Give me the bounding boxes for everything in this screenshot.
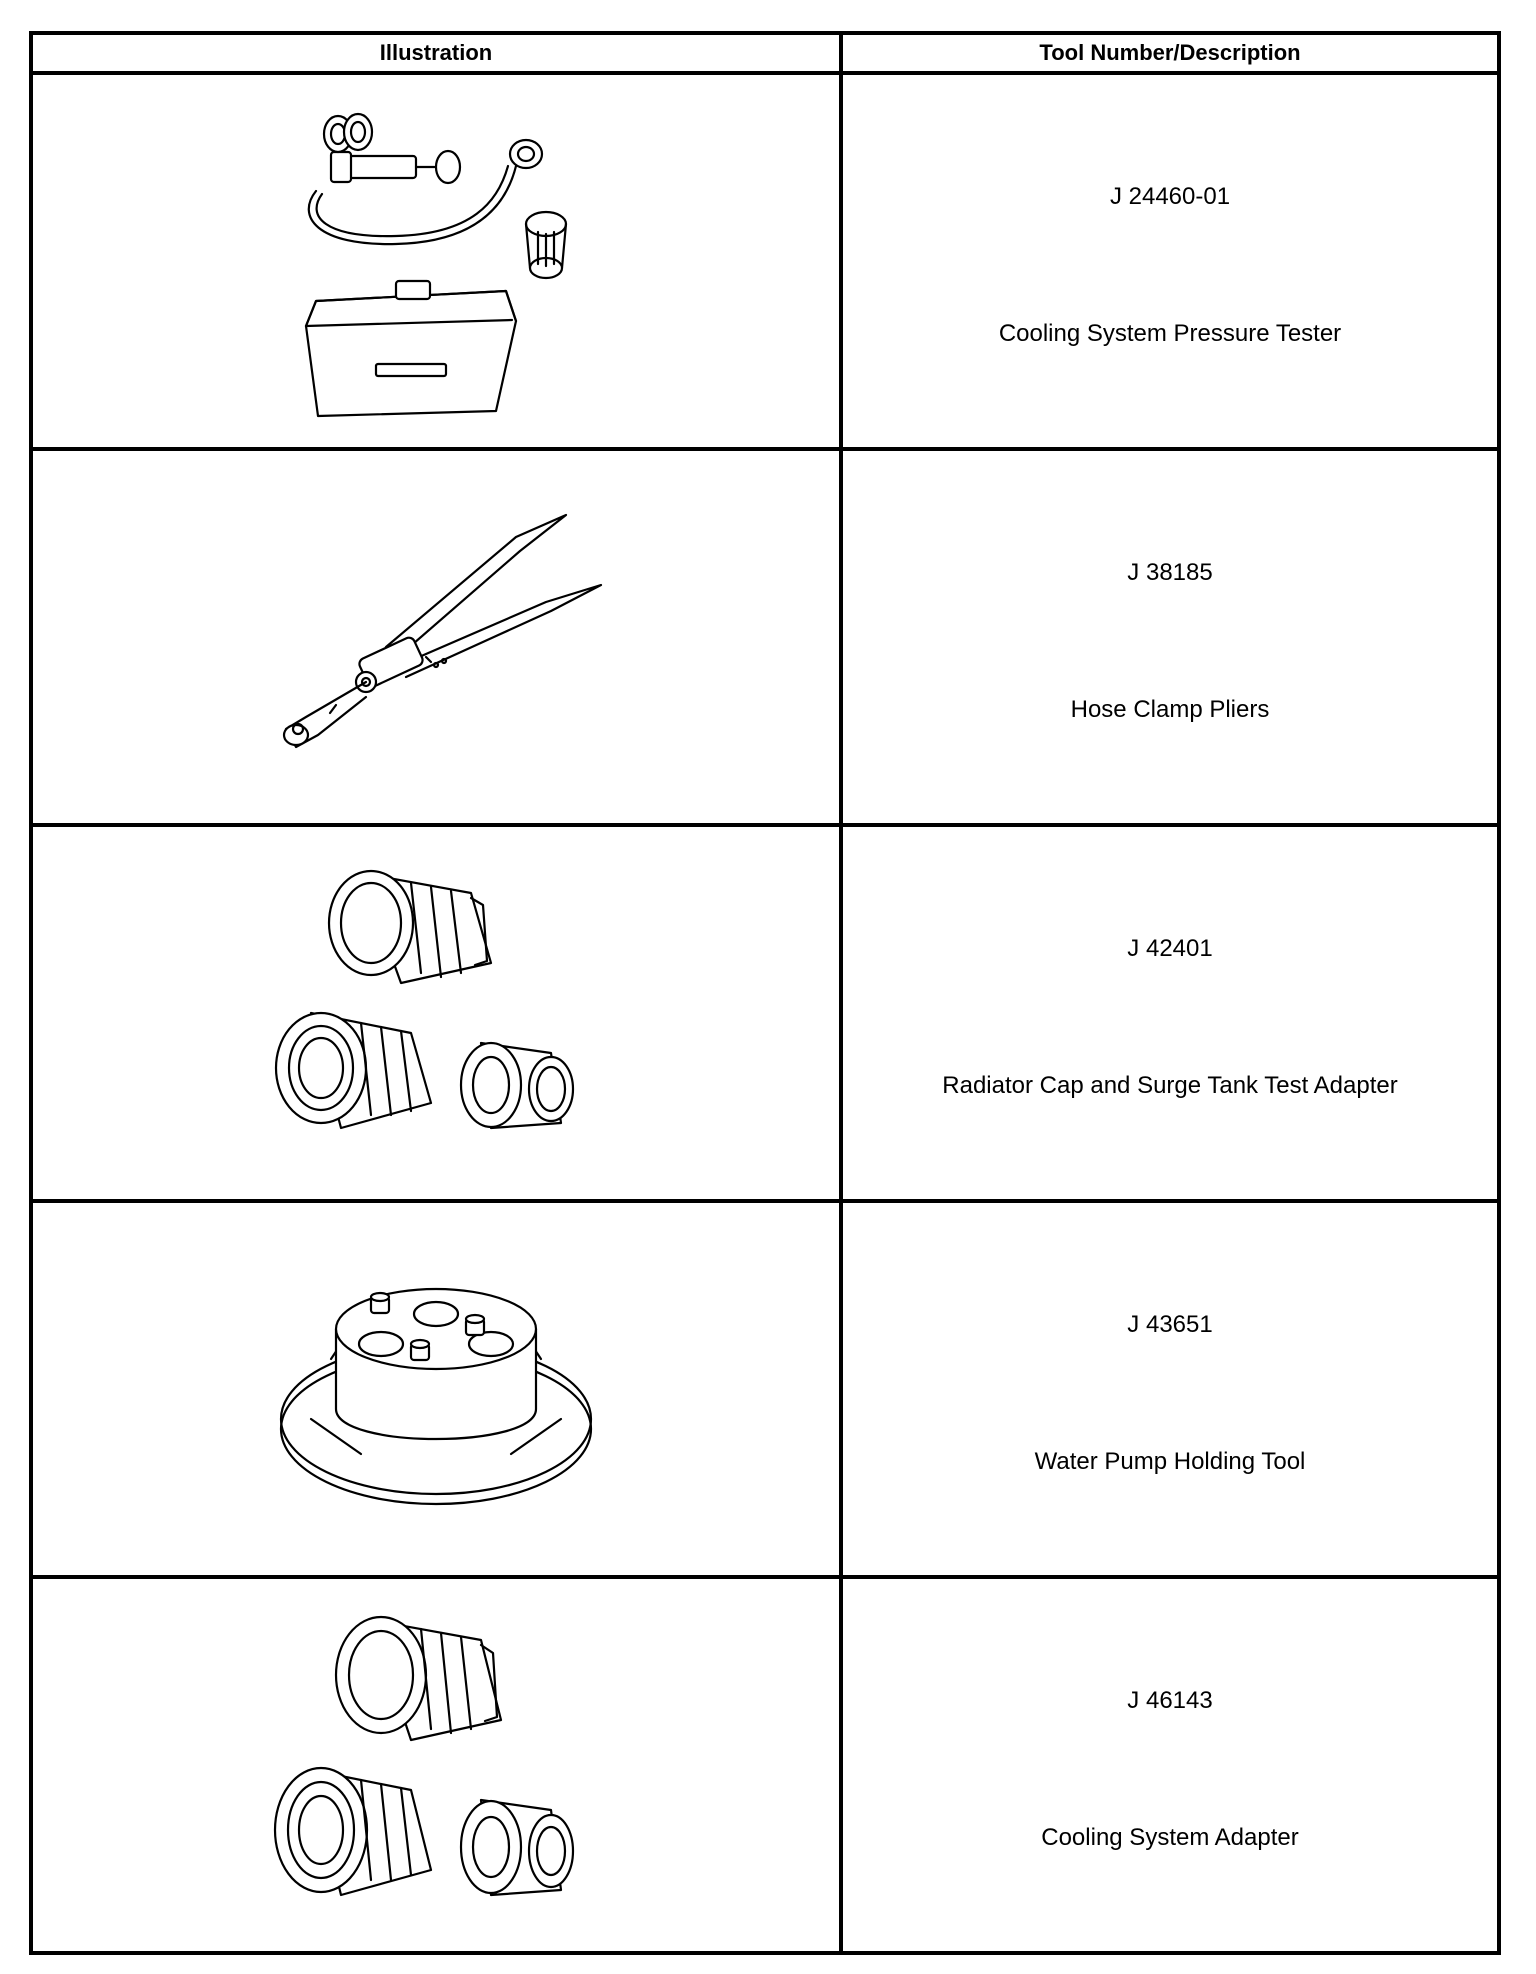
tool-cell: J 42401 Radiator Cap and Surge Tank Test…: [839, 823, 1501, 1203]
illustration-cell: [29, 1199, 843, 1579]
illustration-cell: [29, 1575, 843, 1955]
tool-description: Cooling System Pressure Tester: [998, 320, 1342, 347]
tool-description: Water Pump Holding Tool: [1034, 1448, 1306, 1475]
illustration-cell: [29, 71, 843, 451]
tool-cell: J 38185 Hose Clamp Pliers: [839, 447, 1501, 827]
tool-description: Radiator Cap and Surge Tank Test Adapter: [942, 1072, 1398, 1099]
tool-description: Hose Clamp Pliers: [1070, 696, 1270, 723]
illustration-cell: [29, 447, 843, 827]
tool-cell: J 43651 Water Pump Holding Tool: [839, 1199, 1501, 1579]
illustration-cell: [29, 823, 843, 1203]
water-pump-holding-tool-icon: [279, 1287, 593, 1506]
special-tools-table: Illustration Tool Number/Description: [29, 31, 1501, 1955]
header-row: Illustration Tool Number/Description: [29, 31, 1501, 75]
tool-header: Tool Number/Description: [839, 31, 1501, 75]
pressure-tester-kit-icon: [304, 112, 568, 418]
hose-clamp-pliers-icon: [282, 513, 603, 749]
table-row: J 38185 Hose Clamp Pliers: [29, 447, 1501, 827]
table-row: J 24460-01 Cooling System Pressure Teste…: [29, 71, 1501, 451]
tool-number: J 24460-01: [1109, 183, 1231, 210]
illustration-header: Illustration: [29, 31, 843, 75]
tool-number: J 42401: [1127, 935, 1213, 962]
tool-description: Cooling System Adapter: [1041, 1824, 1299, 1851]
tool-cell: J 24460-01 Cooling System Pressure Teste…: [839, 71, 1501, 451]
adapter-set-icon: [274, 869, 575, 1130]
table-row: J 43651 Water Pump Holding Tool: [29, 1199, 1501, 1579]
tool-number: J 43651: [1127, 1311, 1213, 1338]
adapter-set-icon: [273, 1615, 575, 1897]
tool-number: J 38185: [1127, 559, 1213, 586]
table-row: J 42401 Radiator Cap and Surge Tank Test…: [29, 823, 1501, 1203]
tool-cell: J 46143 Cooling System Adapter: [839, 1575, 1501, 1955]
tool-number: J 46143: [1127, 1687, 1213, 1714]
table-row: J 46143 Cooling System Adapter: [29, 1575, 1501, 1955]
